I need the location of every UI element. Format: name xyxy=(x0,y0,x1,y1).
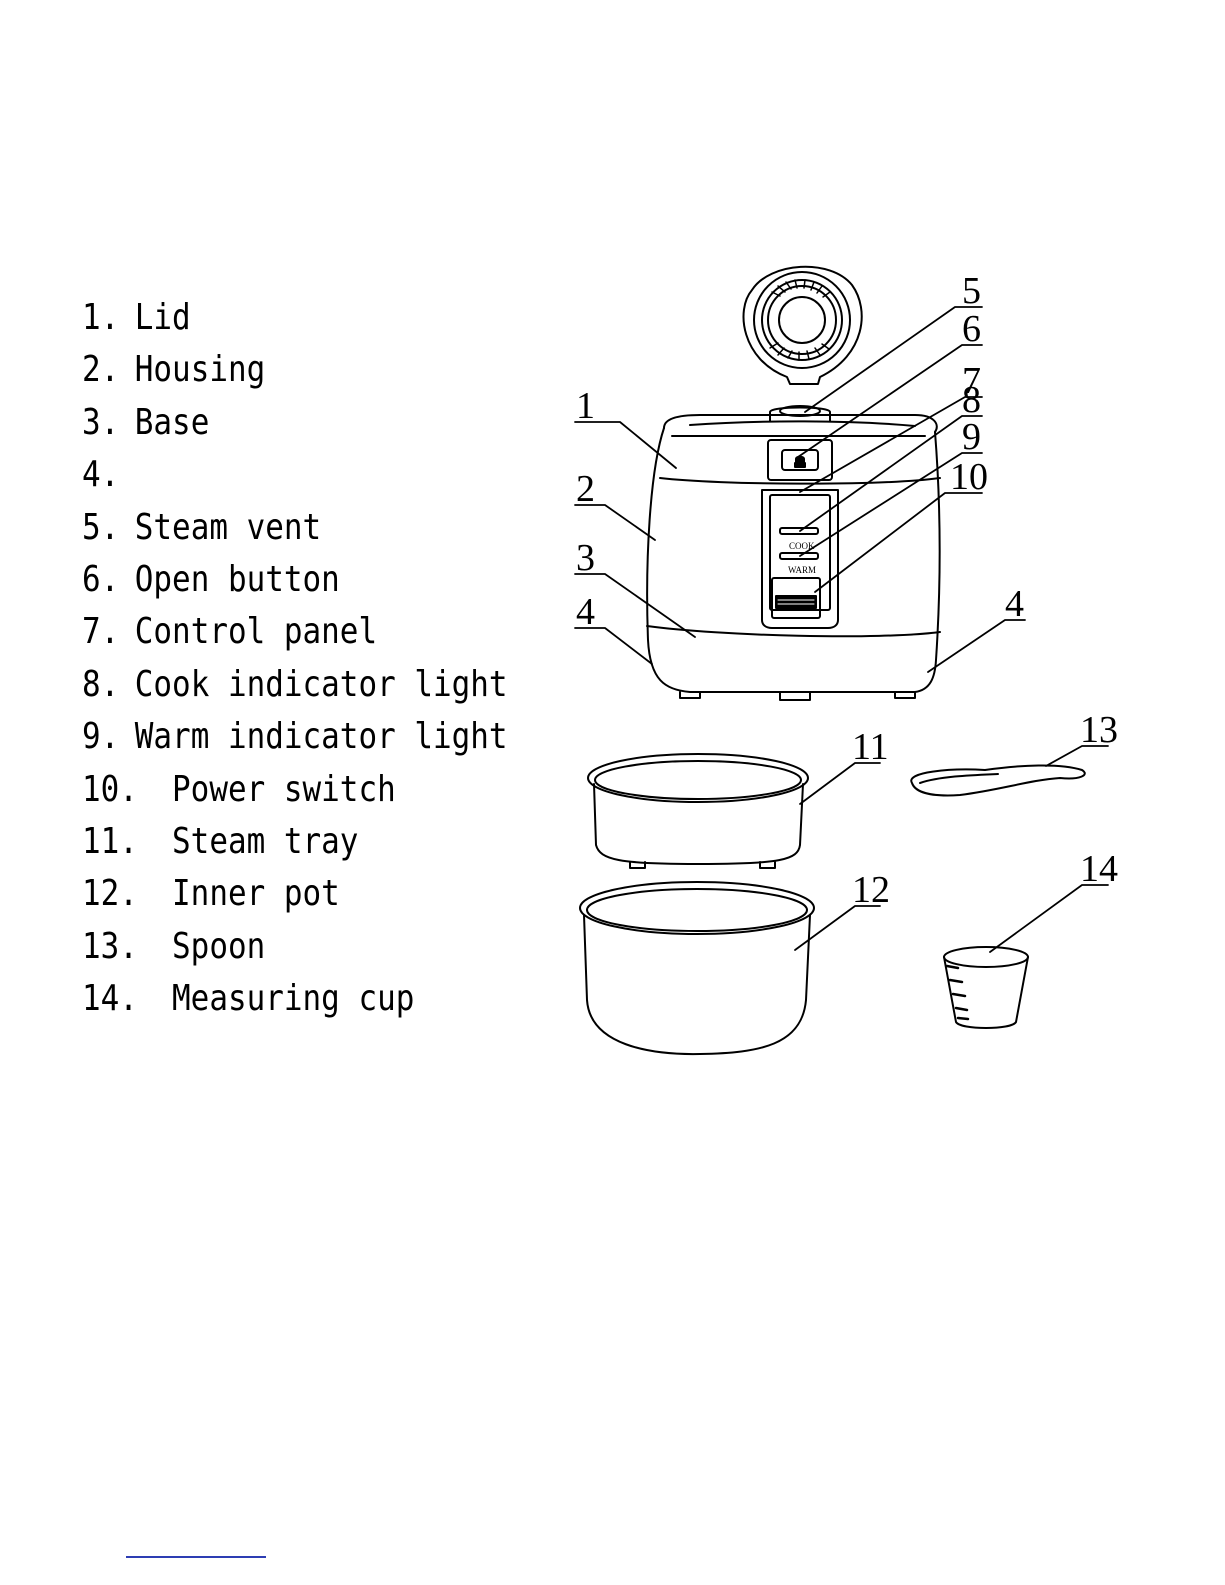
callout-number: 1 xyxy=(576,385,595,427)
callout-number: 14 xyxy=(1080,848,1118,890)
cook-panel-label: COOK xyxy=(789,541,815,551)
measuring-cup-drawing xyxy=(944,947,1028,1028)
inner-pot-drawing xyxy=(580,882,814,1054)
callout-number: 9 xyxy=(962,416,981,458)
callout-number: 4 xyxy=(576,591,595,633)
callout-number: 5 xyxy=(962,270,981,312)
cooker-body-drawing xyxy=(647,406,940,700)
spoon-drawing xyxy=(911,765,1084,795)
lid-insert-drawing xyxy=(744,267,862,384)
leader-lines xyxy=(575,307,1108,952)
callout-number: 8 xyxy=(962,379,981,421)
warm-panel-label: WARM xyxy=(788,565,816,575)
footer-rule xyxy=(126,1556,266,1558)
callout-number: 6 xyxy=(962,308,981,350)
steam-tray-drawing xyxy=(588,754,808,868)
callout-number: 12 xyxy=(852,869,890,911)
callout-number: 3 xyxy=(576,537,595,579)
callout-number: 11 xyxy=(852,726,889,768)
callout-number: 13 xyxy=(1080,709,1118,751)
callout-number: 4 xyxy=(1005,583,1024,625)
callout-number: 2 xyxy=(576,468,595,510)
callout-number: 10 xyxy=(950,456,988,498)
